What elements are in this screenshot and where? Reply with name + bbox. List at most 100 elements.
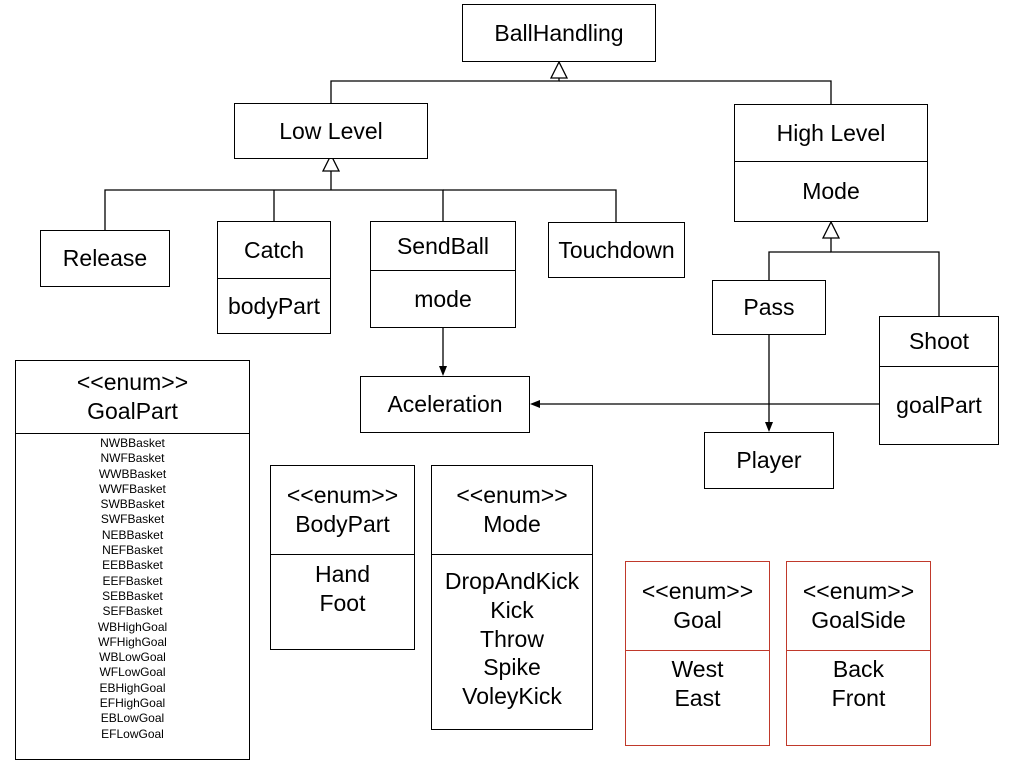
enum-goal-header: <<enum>> Goal <box>626 562 769 650</box>
class-release[interactable]: Release <box>40 230 170 287</box>
class-sendball-attr: mode <box>371 270 515 327</box>
enum-goalside-header: <<enum>> GoalSide <box>787 562 930 650</box>
assoc-arrowhead-player <box>765 422 773 432</box>
enum-goal-stereotype: <<enum>> <box>641 578 754 605</box>
class-shoot[interactable]: Shoot goalPart <box>879 316 999 445</box>
class-player-name: Player <box>736 447 802 474</box>
assoc-arrowhead-aceleration-right <box>530 400 540 408</box>
assoc-arrowhead-aceleration-top <box>439 366 447 376</box>
class-high-level-name: High Level <box>776 119 886 146</box>
class-ballhandling-name: BallHandling <box>494 19 624 46</box>
edge-sendball-to-lowlevel <box>331 189 444 221</box>
class-catch-name: Catch <box>243 236 305 263</box>
inheritance-arrowhead-highlevel <box>821 220 841 239</box>
inheritance-arrowhead-ballhandling <box>549 60 569 79</box>
class-shoot-attr: goalPart <box>880 366 998 444</box>
enum-goalside-value: Back <box>832 656 885 682</box>
enum-goalpart-value: WWBBasket <box>98 466 167 481</box>
enum-goalpart-value: WBLowGoal <box>99 650 166 665</box>
enum-mode-value: Spike <box>483 654 541 681</box>
class-catch-attr: bodyPart <box>218 278 330 333</box>
enum-mode-value: DropAndKick <box>444 568 580 594</box>
class-shoot-name: Shoot <box>908 328 970 355</box>
edge-shoot-to-highlevel <box>830 238 940 316</box>
class-high-level-attr: Mode <box>735 161 927 221</box>
enum-bodypart-value: Foot <box>319 589 366 616</box>
class-pass-name: Pass <box>743 294 795 321</box>
enum-mode-value: Kick <box>490 596 534 623</box>
enum-mode-value: VoleyKick <box>462 683 562 709</box>
enum-goalpart-value: NEBBasket <box>101 527 164 542</box>
enum-goalside-value: Front <box>831 684 886 711</box>
enum-goalpart-stereotype: <<enum>> <box>76 369 189 396</box>
class-sendball-name: SendBall <box>396 232 490 259</box>
enum-goalpart-header: <<enum>> GoalPart <box>16 361 249 433</box>
enum-goalpart-value: EBLowGoal <box>100 711 165 726</box>
edge-highlevel-to-ballhandling <box>559 80 832 104</box>
edge-touchdown-to-lowlevel <box>443 189 617 222</box>
class-ballhandling[interactable]: BallHandling <box>462 4 656 62</box>
class-pass[interactable]: Pass <box>712 280 826 335</box>
edge-release-to-lowlevel <box>104 189 331 230</box>
class-touchdown-name: Touchdown <box>558 236 675 263</box>
enum-goal-value: East <box>674 684 721 711</box>
class-aceleration[interactable]: Aceleration <box>360 376 530 433</box>
enum-goalpart-name: GoalPart <box>87 398 178 424</box>
class-low-level[interactable]: Low Level <box>234 103 428 159</box>
enum-mode-header: <<enum>> Mode <box>432 466 592 554</box>
enum-goalpart-value: EFLowGoal <box>101 726 164 741</box>
enum-goalpart-value: WWFBasket <box>99 481 166 496</box>
enum-goalpart-value: WFLowGoal <box>99 665 166 680</box>
enum-goalpart-value: NWBBasket <box>100 436 165 450</box>
enum-goalside-stereotype: <<enum>> <box>802 578 915 605</box>
enum-goalpart-value: SEBBasket <box>102 588 163 603</box>
enum-goalpart-value: SWFBasket <box>100 512 165 527</box>
enum-goalpart-value: SWBBasket <box>100 497 165 512</box>
class-high-level[interactable]: High Level Mode <box>734 104 928 222</box>
edge-pass-to-highlevel <box>768 251 831 280</box>
class-low-level-name: Low Level <box>279 117 383 144</box>
enum-bodypart-name: BodyPart <box>295 511 390 537</box>
enum-goalpart-value: WBHighGoal <box>97 619 168 634</box>
enum-goalpart-value: EEBBasket <box>102 558 163 573</box>
inheritance-arrowhead-lowlevel <box>321 153 341 172</box>
edge-lowlevel-to-ballhandling <box>330 78 560 103</box>
enum-goalpart-value: SEFBasket <box>102 604 163 619</box>
enum-goalpart-value: NWFBasket <box>100 451 165 466</box>
enum-bodypart-stereotype: <<enum>> <box>286 482 399 509</box>
enum-mode-value: Throw <box>480 625 544 652</box>
class-player[interactable]: Player <box>704 432 834 489</box>
enum-goal-value: West <box>671 656 724 682</box>
class-aceleration-name: Aceleration <box>387 391 503 418</box>
class-release-name: Release <box>62 245 148 272</box>
enum-goal-name: Goal <box>673 607 722 633</box>
enum-mode-name: Mode <box>483 511 541 537</box>
enum-goalpart-value: WFHighGoal <box>98 634 167 649</box>
enum-mode-stereotype: <<enum>> <box>456 482 568 509</box>
enum-bodypart-header: <<enum>> BodyPart <box>271 466 414 554</box>
enum-goalside-name: GoalSide <box>811 607 906 633</box>
class-catch[interactable]: Catch bodyPart <box>217 221 331 334</box>
enum-goalpart-value: EFHighGoal <box>99 696 166 711</box>
enum-bodypart-value: Hand <box>315 561 370 587</box>
class-sendball[interactable]: SendBall mode <box>370 221 516 328</box>
enum-goalpart-value: EEFBasket <box>102 573 163 588</box>
enum-goalpart-value: EBHighGoal <box>99 680 166 695</box>
class-touchdown[interactable]: Touchdown <box>548 222 685 278</box>
